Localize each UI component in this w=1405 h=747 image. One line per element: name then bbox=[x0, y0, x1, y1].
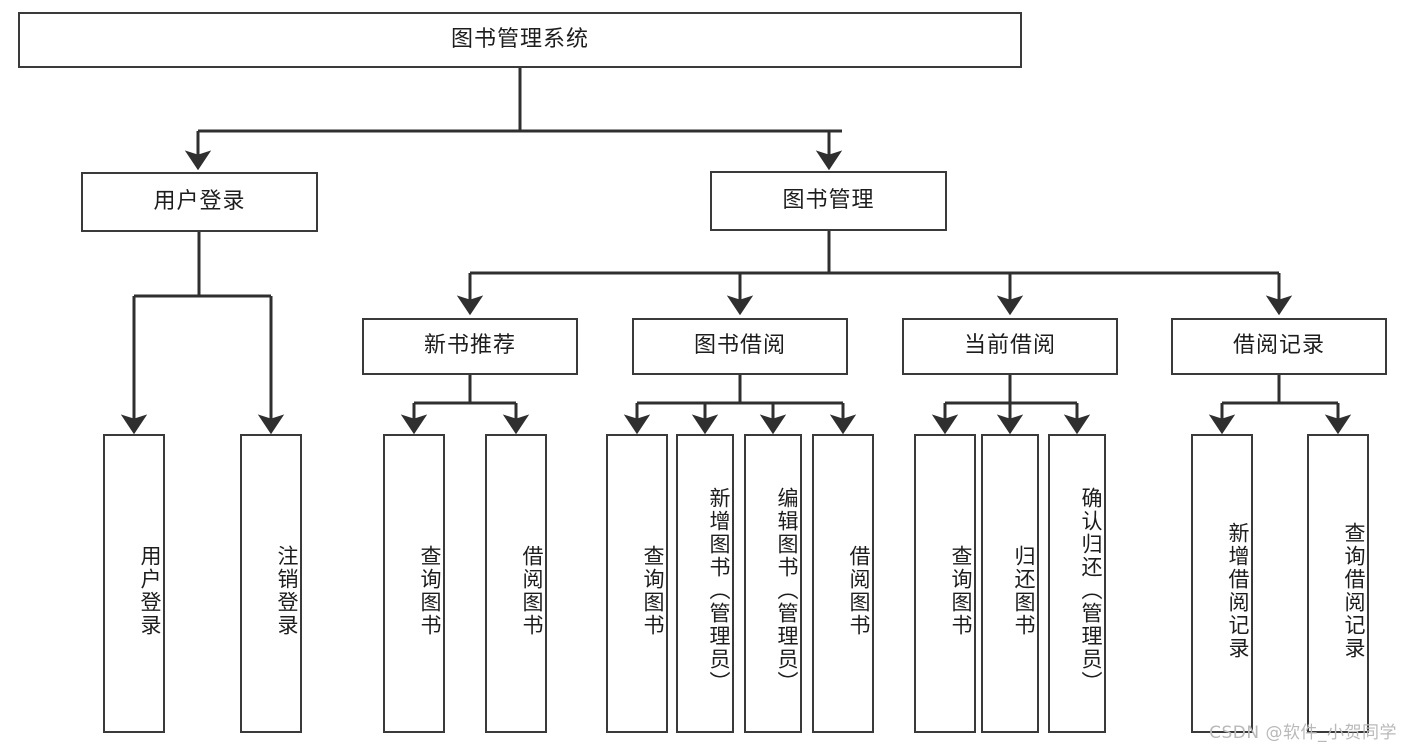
node-user-login[interactable]: 用户登录 bbox=[81, 172, 318, 232]
node-label: 查询图书 bbox=[949, 544, 973, 637]
node-label: 图书管理 bbox=[782, 187, 875, 213]
node-label: 查询图书 bbox=[418, 544, 442, 637]
node-label: 图书借阅 bbox=[693, 333, 786, 359]
node-label: 用户登录 bbox=[153, 188, 246, 214]
node-label: 确认归还（管理员） bbox=[1079, 487, 1103, 694]
leaf-edit-book-admin[interactable]: 编辑图书（管理员） bbox=[744, 434, 802, 733]
node-label: 注销登录 bbox=[275, 544, 299, 637]
leaf-borrow-book[interactable]: 借阅图书 bbox=[812, 434, 874, 733]
leaf-query-book-recommend[interactable]: 查询图书 bbox=[383, 434, 445, 733]
node-label: 借阅记录 bbox=[1232, 333, 1325, 359]
node-root-system[interactable]: 图书管理系统 bbox=[18, 12, 1022, 68]
leaf-query-book-borrow[interactable]: 查询图书 bbox=[606, 434, 668, 733]
node-label: 图书管理系统 bbox=[450, 26, 589, 52]
node-label: 编辑图书（管理员） bbox=[775, 487, 799, 694]
leaf-add-book-admin[interactable]: 新增图书（管理员） bbox=[676, 434, 734, 733]
watermark-text: CSDN @软件_小贺同学 bbox=[1209, 723, 1397, 743]
node-borrow-record[interactable]: 借阅记录 bbox=[1171, 318, 1387, 375]
node-new-book-recommend[interactable]: 新书推荐 bbox=[362, 318, 578, 375]
leaf-confirm-return-admin[interactable]: 确认归还（管理员） bbox=[1048, 434, 1106, 733]
leaf-logout-login[interactable]: 注销登录 bbox=[240, 434, 302, 733]
node-label: 归还图书 bbox=[1012, 544, 1036, 637]
leaf-return-book[interactable]: 归还图书 bbox=[981, 434, 1039, 733]
node-label: 用户登录 bbox=[138, 544, 162, 637]
node-current-borrow[interactable]: 当前借阅 bbox=[902, 318, 1118, 375]
node-label: 查询借阅记录 bbox=[1342, 521, 1366, 660]
node-book-management[interactable]: 图书管理 bbox=[710, 171, 947, 231]
node-book-borrow[interactable]: 图书借阅 bbox=[632, 318, 848, 375]
node-label: 查询图书 bbox=[641, 544, 665, 637]
leaf-user-login[interactable]: 用户登录 bbox=[103, 434, 165, 733]
leaf-query-book-current[interactable]: 查询图书 bbox=[914, 434, 976, 733]
leaf-borrow-book-recommend[interactable]: 借阅图书 bbox=[485, 434, 547, 733]
node-label: 借阅图书 bbox=[847, 544, 871, 637]
node-label: 新书推荐 bbox=[423, 333, 516, 359]
node-label: 借阅图书 bbox=[520, 544, 544, 637]
leaf-query-borrow-record[interactable]: 查询借阅记录 bbox=[1307, 434, 1369, 733]
node-label: 新增图书（管理员） bbox=[707, 487, 731, 694]
node-label: 当前借阅 bbox=[963, 333, 1056, 359]
leaf-add-borrow-record[interactable]: 新增借阅记录 bbox=[1191, 434, 1253, 733]
node-label: 新增借阅记录 bbox=[1226, 521, 1250, 660]
